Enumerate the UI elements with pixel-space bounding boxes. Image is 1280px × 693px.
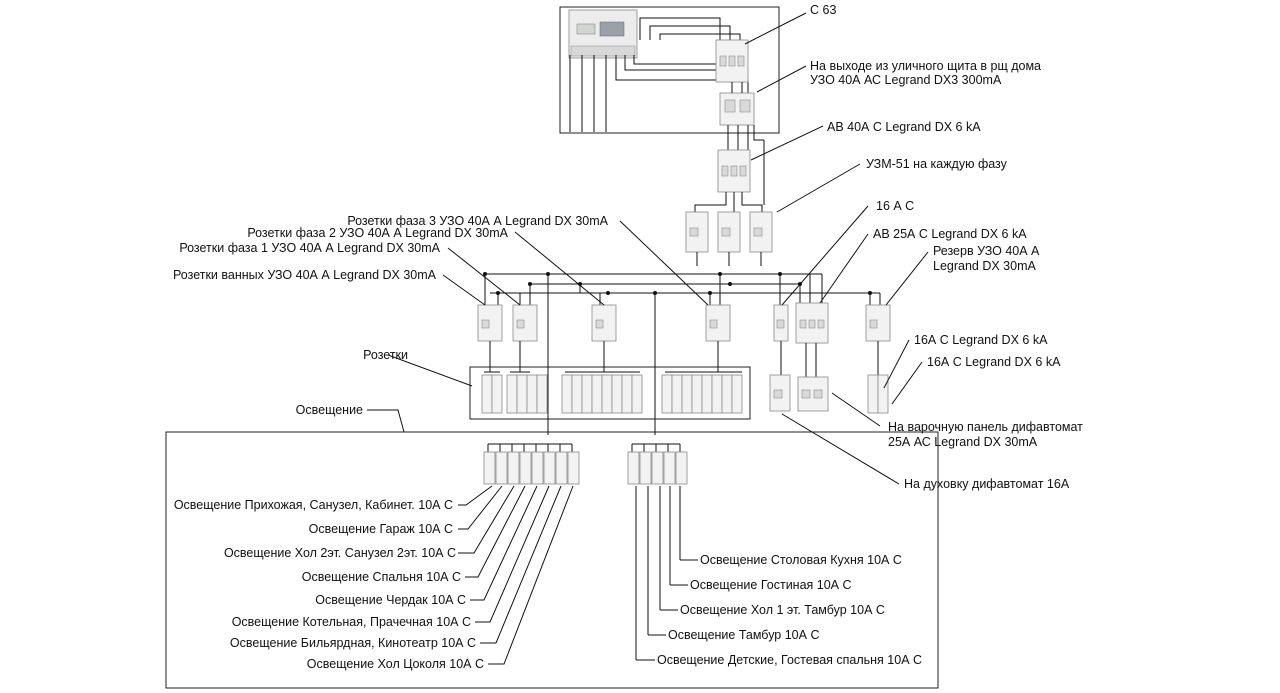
label-hob-line2: 25А АС Legrand DX 30mA (888, 435, 1038, 449)
leader-right-ticks (636, 559, 698, 661)
rcd-main-300ma (719, 92, 755, 126)
diff-breaker-hob (797, 376, 829, 412)
label-lighting-left-2: Освещение Гараж 10А С (309, 522, 453, 536)
socket-breakers-group3 (661, 374, 743, 414)
breaker-ab40 (717, 149, 751, 193)
label-lighting-left-6: Освещение Котельная, Прачечная 10А С (232, 615, 471, 629)
label-16a-reserve-1: 16А С Legrand DX 6 kA (914, 333, 1048, 347)
electric-meter (568, 9, 638, 59)
rcd-phase3 (705, 304, 731, 342)
socket-feeders (484, 341, 879, 377)
breaker-ab25 (795, 302, 829, 344)
lighting-group-frame (165, 431, 939, 689)
voltage-relay-uzm (685, 211, 773, 253)
label-ab25: АВ 25А С Legrand DX 6 kA (873, 227, 1027, 241)
label-hob-line1: На варочную панель дифавтомат (888, 420, 1083, 434)
label-main-rcd-line1: На выходе из уличного щита в рщ дома (810, 59, 1041, 73)
label-main-rcd-line2: УЗО 40А АС Legrand DX3 300mA (810, 73, 1002, 87)
label-ab40: АВ 40А С Legrand DX 6 kA (827, 120, 981, 134)
street-panel-frame (559, 6, 780, 134)
breakers-16a-reserve (867, 374, 889, 414)
label-sockets-phase2: Розетки фаза 2 УЗО 40А А Legrand DX 30mA (247, 226, 508, 240)
wire-uzm-down (696, 252, 762, 266)
label-lighting-left-1: Освещение Прихожая, Санузел, Кабинет. 10… (174, 498, 453, 512)
label-uzm: УЗМ-51 на каждую фазу (866, 157, 1008, 171)
label-c63: С 63 (810, 3, 836, 17)
label-16a: 16 А С (876, 199, 914, 213)
label-lighting-left-3: Освещение Хол 2эт. Санузел 2эт. 10А С (224, 546, 456, 560)
bus-lines (485, 273, 880, 294)
diff-breaker-oven (769, 374, 791, 412)
socket-breakers-group2 (561, 374, 643, 414)
label-lighting-left-8: Освещение Хол Цоколя 10А С (307, 657, 484, 671)
label-sockets-phase3: Розетки фаза 3 УЗО 40А А Legrand DX 30mA (347, 214, 608, 228)
label-16a-reserve-2: 16А С Legrand DX 6 kA (927, 355, 1061, 369)
wire-rcd-ab40 (727, 125, 765, 205)
rcd-bath (477, 304, 503, 342)
sockets-group-frame (469, 366, 751, 420)
label-lighting: Освещение (296, 403, 363, 417)
lighting-right-bus (627, 443, 688, 485)
breaker-16a-single (773, 304, 789, 342)
label-oven: На духовку дифавтомат 16А (904, 477, 1070, 491)
rcd-phase2 (591, 304, 617, 342)
label-lighting-right-4: Освещение Тамбур 10А С (668, 628, 819, 642)
rcd-phase1 (512, 304, 538, 342)
label-lighting-right-5: Освещение Детские, Гостевая спальня 10А … (657, 653, 922, 667)
label-sockets-phase1: Розетки фаза 1 УЗО 40А А Legrand DX 30mA (179, 241, 440, 255)
wire-c63-rcd (731, 82, 743, 93)
socket-breakers-group1 (481, 374, 548, 414)
label-sockets: Розетки (363, 348, 408, 362)
label-reserve-line2: Legrand DX 30mA (933, 259, 1037, 273)
breaker-c63 (715, 39, 749, 83)
lighting-left-bus (483, 443, 580, 485)
label-lighting-left-5: Освещение Чердак 10А С (315, 593, 466, 607)
label-reserve-line1: Резерв УЗО 40А А (933, 244, 1040, 258)
wire-ab40-uzm (694, 192, 763, 212)
label-lighting-left-4: Освещение Спальня 10А С (302, 570, 461, 584)
rcd-feeders (484, 274, 881, 435)
label-lighting-right-2: Освещение Гостиная 10А С (690, 578, 852, 592)
label-lighting-right-1: Освещение Столовая Кухня 10А С (700, 553, 902, 567)
rcd-reserve (865, 304, 891, 342)
label-lighting-left-7: Освещение Бильярдная, Кинотеатр 10А С (230, 636, 476, 650)
label-lighting-right-3: Освещение Хол 1 эт. Тамбур 10А С (680, 603, 885, 617)
label-sockets-bath: Розетки ванных УЗО 40А А Legrand DX 30mA (173, 268, 437, 282)
leader-lines (367, 12, 929, 665)
